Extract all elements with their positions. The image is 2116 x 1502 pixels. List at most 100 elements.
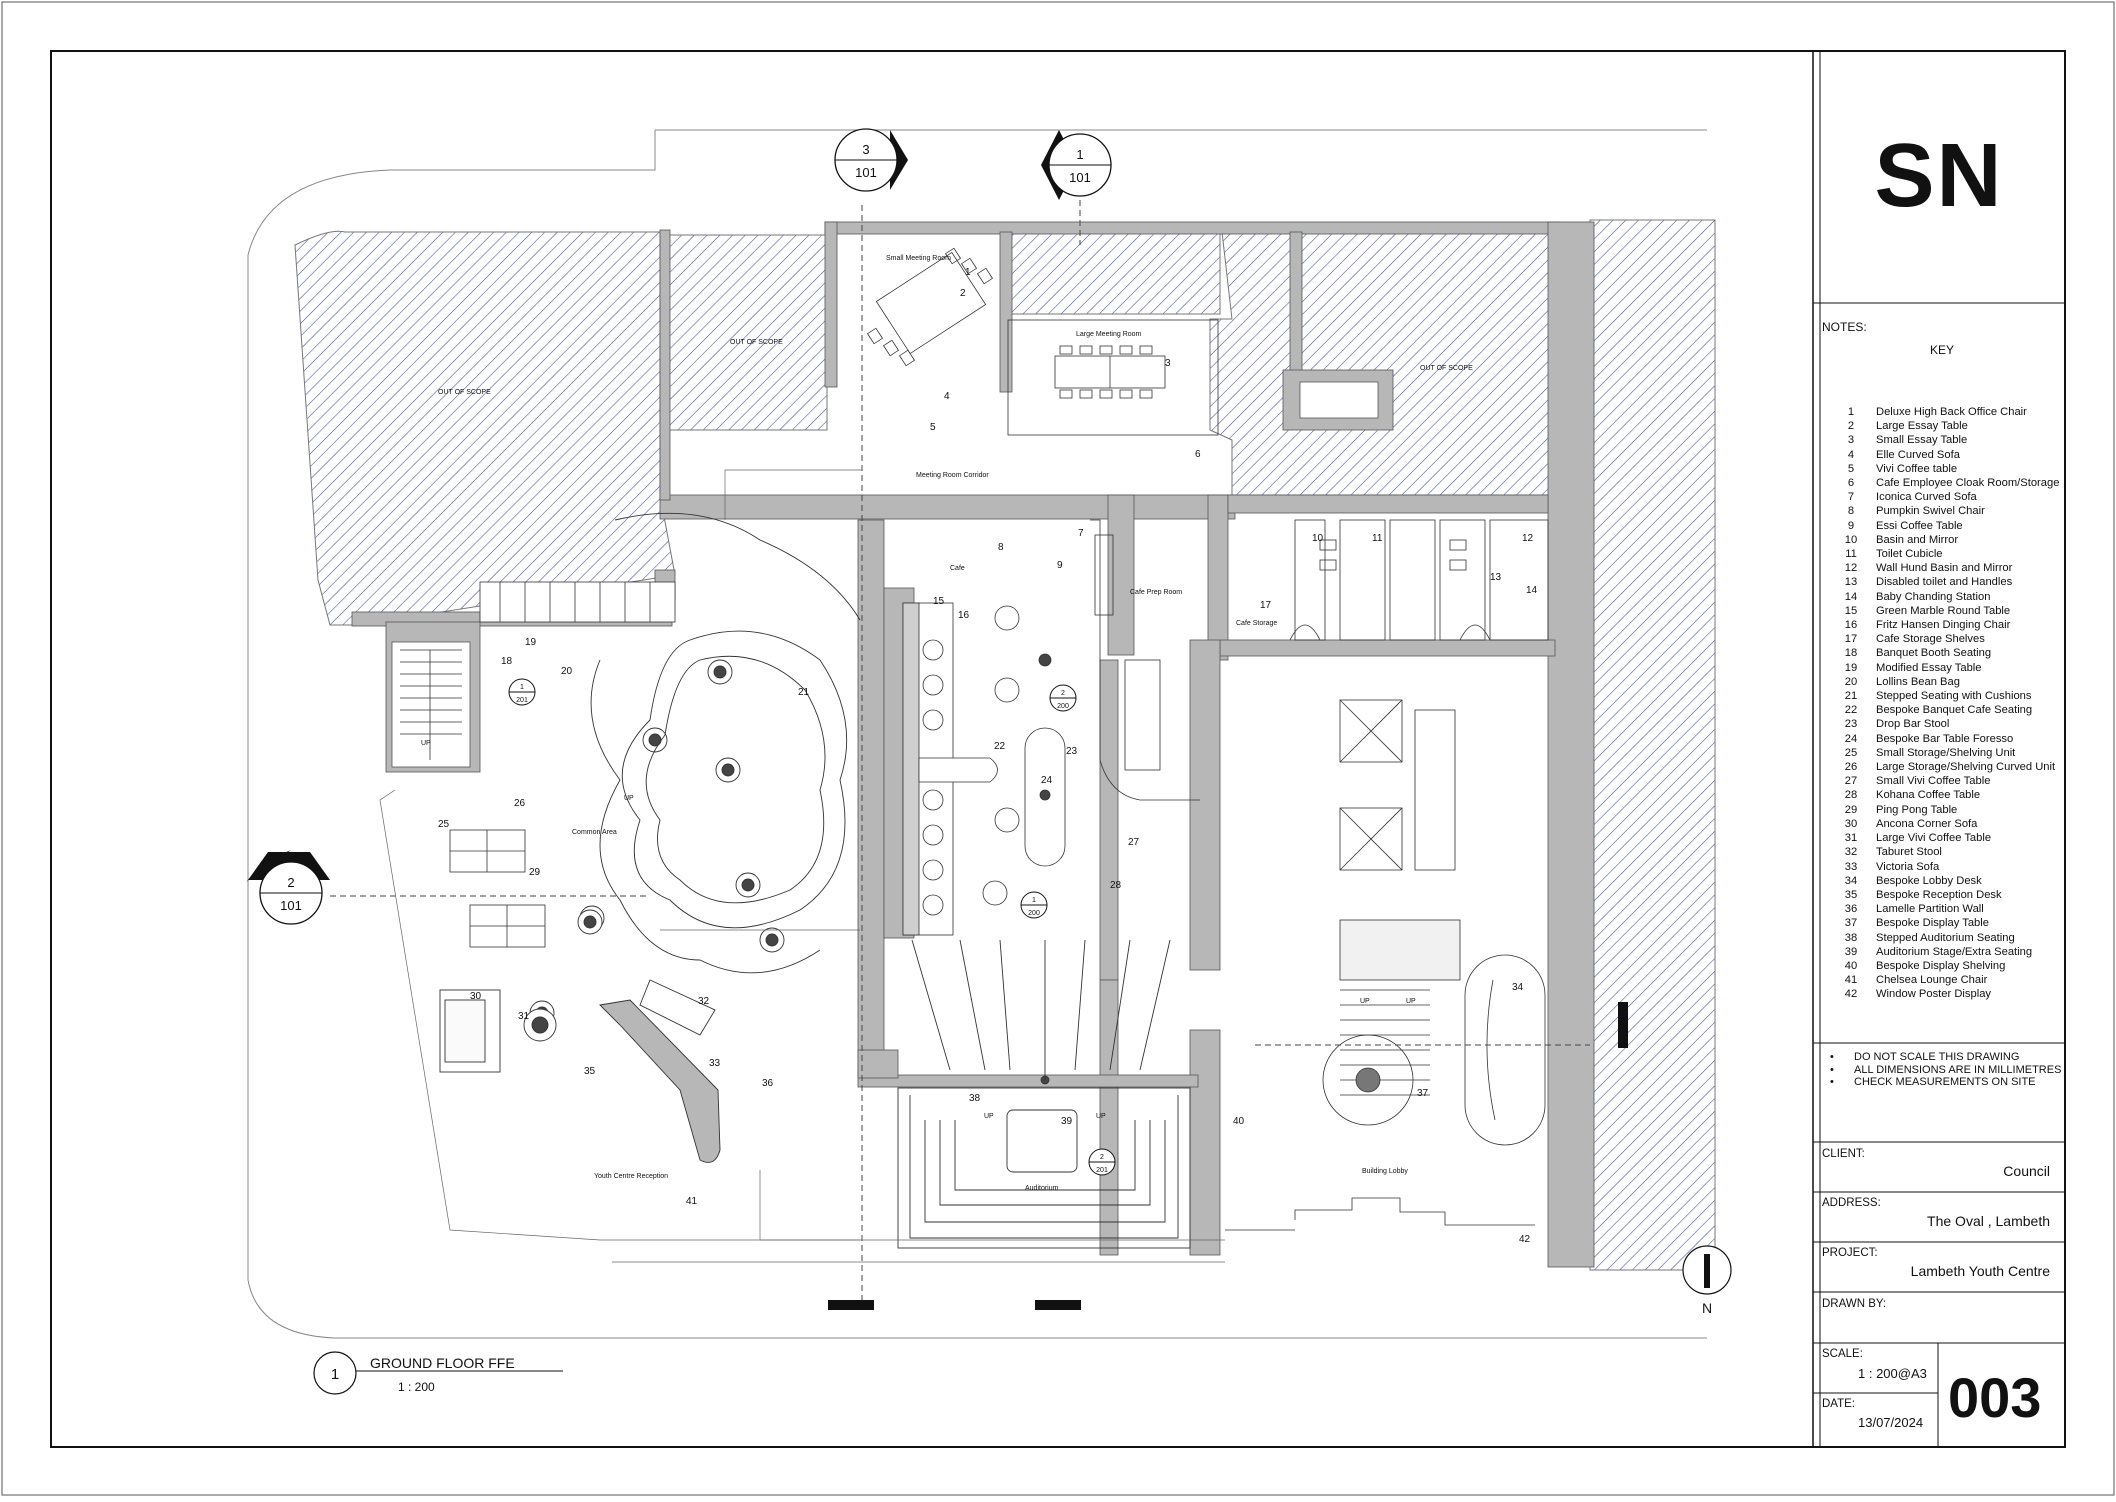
- key-item-number: 31: [1844, 832, 1858, 845]
- svg-text:33: 33: [709, 1058, 721, 1069]
- up-label-4: UP: [1406, 998, 1416, 1005]
- svg-text:35: 35: [584, 1066, 596, 1077]
- section-marker-3[interactable]: 3 101: [834, 128, 908, 192]
- key-item-description: Stepped Seating with Cushions: [1876, 690, 2032, 703]
- key-item-number: 29: [1844, 803, 1858, 816]
- key-item-description: Bespoke Reception Desk: [1876, 888, 2002, 901]
- up-label-6: UP: [1096, 1113, 1106, 1120]
- svg-text:1: 1: [331, 1366, 339, 1383]
- svg-text:101: 101: [855, 165, 877, 180]
- key-item-description: Large Vivi Coffee Table: [1876, 832, 1992, 845]
- svg-text:25: 25: [438, 819, 450, 830]
- key-item: 42 Window Poster Display: [1836, 987, 2106, 1001]
- key-item-description: Kohana Coffee Table: [1876, 789, 1981, 802]
- svg-text:2: 2: [1100, 1154, 1104, 1161]
- small-meeting-table: [866, 247, 994, 367]
- svg-text:42: 42: [1519, 1234, 1531, 1245]
- section-marker-2[interactable]: 2 101: [246, 850, 330, 925]
- elevation-tag-1-201[interactable]: 1 201: [508, 678, 536, 706]
- key-item-number: 34: [1844, 874, 1858, 887]
- key-item-description: Basin and Mirror: [1876, 533, 1959, 546]
- svg-text:16: 16: [958, 610, 970, 621]
- project-value: Lambeth Youth Centre: [1910, 1263, 2050, 1279]
- key-item-description: Wall Hund Basin and Mirror: [1876, 562, 2013, 575]
- key-item-description: Chelsea Lounge Chair: [1876, 974, 1988, 987]
- key-item: 21 Stepped Seating with Cushions: [1836, 689, 2106, 703]
- svg-text:1: 1: [965, 267, 971, 278]
- key-item-number: 1: [1847, 406, 1855, 418]
- room-labels: OUT OF SCOPE OUT OF SCOPE OUT OF SCOPE S…: [421, 255, 1473, 1192]
- room-out-of-scope-2: OUT OF SCOPE: [730, 339, 783, 346]
- key-item-number: 30: [1844, 817, 1858, 830]
- svg-text:4: 4: [944, 391, 950, 402]
- room-common-area: Common Area: [572, 829, 617, 836]
- svg-text:101: 101: [280, 898, 302, 913]
- svg-text:13: 13: [1490, 572, 1502, 583]
- key-item-description: Disabled toilet and Handles: [1876, 576, 2013, 589]
- key-item-description: Taburet Stool: [1876, 846, 1942, 859]
- svg-text:30: 30: [470, 991, 482, 1002]
- elevation-tag-1-200[interactable]: 1 200: [1020, 891, 1048, 919]
- svg-text:29: 29: [529, 867, 541, 878]
- reception-plan: [439, 909, 721, 1163]
- key-item-description: Vivi Coffee table: [1876, 462, 1958, 475]
- key-item-number: 38: [1844, 931, 1858, 944]
- project-label: PROJECT:: [1822, 1247, 1878, 1259]
- up-label-2: UP: [624, 795, 634, 802]
- svg-text:1: 1: [1076, 147, 1083, 162]
- view-title-marker: 1: [313, 1351, 563, 1395]
- room-corridor: Meeting Room Corridor: [916, 472, 989, 479]
- key-item-description: Small Essay Table: [1876, 434, 1968, 447]
- key-item-description: Ping Pong Table: [1876, 803, 1958, 816]
- key-item-number: 17: [1844, 633, 1858, 646]
- section-marker-1[interactable]: 1 101: [1041, 130, 1112, 200]
- svg-text:3: 3: [862, 142, 869, 157]
- key-item-description: Bespoke Banquet Cafe Seating: [1876, 704, 2033, 717]
- up-label-1: UP: [421, 740, 431, 747]
- key-item-number: 22: [1844, 704, 1858, 717]
- up-label-5: UP: [984, 1113, 994, 1120]
- key-item-description: Iconica Curved Sofa: [1876, 491, 1977, 504]
- elevation-tag-2-201[interactable]: 2 201: [1088, 1148, 1116, 1176]
- svg-text:201: 201: [1096, 1167, 1108, 1174]
- key-item-description: Window Poster Display: [1876, 988, 1992, 1001]
- key-item-number: 42: [1844, 988, 1858, 1001]
- elevation-tag-2-200[interactable]: 2 200: [1049, 684, 1077, 712]
- svg-text:9: 9: [1057, 560, 1063, 571]
- key-item-description: Green Marble Round Table: [1876, 604, 2011, 617]
- interior-lines: [379, 469, 1225, 1263]
- key-item-description: Elle Curved Sofa: [1876, 448, 1960, 461]
- key-item-description: Lollins Bean Bag: [1876, 675, 1960, 688]
- svg-text:6: 6: [1195, 449, 1201, 460]
- svg-text:19: 19: [525, 637, 537, 648]
- key-item-number: 3: [1847, 434, 1855, 447]
- svg-text:101: 101: [1069, 170, 1091, 185]
- room-auditorium: Auditorium: [1025, 1185, 1059, 1192]
- disclaimer-item: CHECK MEASUREMENTS ON SITE: [1826, 1076, 2061, 1089]
- date-label: DATE:: [1822, 1398, 1856, 1410]
- key-item-description: Bespoke Display Table: [1876, 917, 1989, 930]
- svg-text:7: 7: [1078, 528, 1084, 539]
- ping-pong-tables: [449, 829, 546, 948]
- toilet-block: [1289, 519, 1549, 641]
- svg-text:3: 3: [1165, 358, 1171, 369]
- svg-text:38: 38: [969, 1093, 981, 1104]
- key-item-number: 21: [1844, 690, 1858, 703]
